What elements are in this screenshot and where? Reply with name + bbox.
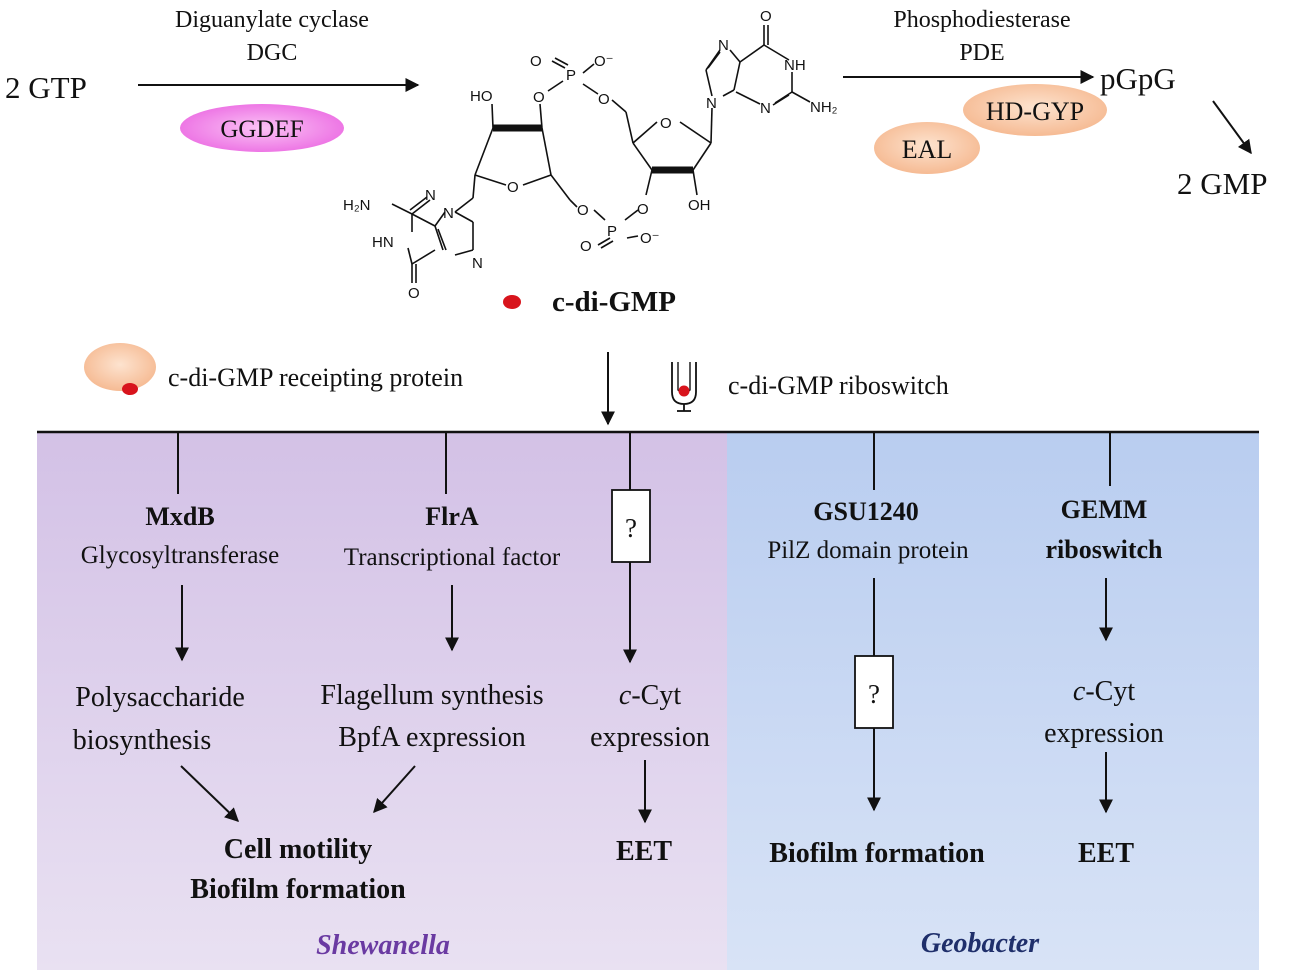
atom-n-2: N — [718, 37, 729, 54]
legend-riboswitch: c-di-GMP riboswitch — [728, 371, 949, 400]
flra-output-line-2: BpfA expression — [338, 722, 525, 753]
atom-ho: HO — [470, 88, 493, 105]
shewanella-outcome-line-1: Cell motility — [224, 834, 373, 865]
gsu1240-name: GSU1240 — [813, 497, 918, 526]
atom-o-6: O — [577, 202, 589, 219]
c-di-gmp-red-dot — [503, 295, 521, 309]
hd-gyp-domain-ellipse — [963, 84, 1107, 136]
pde-enzyme-abbr: PDE — [959, 40, 1004, 66]
shewanella-eet: EET — [616, 836, 672, 867]
atom-n-6: N — [425, 187, 436, 204]
atom-o-8: O — [580, 238, 592, 255]
flra-column: FlrA Transcriptional factor Flagellum sy… — [320, 432, 561, 814]
hd-gyp-domain-label: HD-GYP — [986, 97, 1084, 126]
atom-p-2: P — [607, 223, 617, 240]
atom-p-1: P — [566, 67, 576, 84]
geobacter-biofilm: Biofilm formation — [769, 838, 985, 869]
atom-hn: HN — [372, 234, 394, 251]
shewanella-outcome-line-2: Biofilm formation — [190, 874, 406, 905]
flra-role: Transcriptional factor — [344, 544, 561, 571]
substrate-gtp: 2 GTP — [5, 70, 87, 105]
eal-domain-ellipse — [874, 122, 980, 174]
geobacter-eet: EET — [1078, 838, 1134, 869]
atom-n-4: N — [443, 205, 454, 222]
flra-name: FlrA — [425, 502, 479, 531]
atom-o-7: O — [637, 201, 649, 218]
geobacter-label: Geobacter — [921, 928, 1040, 959]
dgc-enzyme-name: Diguanylate cyclase — [175, 7, 369, 33]
c-di-gmp-structure: O P O⁻ O O HO O O O P O O⁻ O OH N N O NH… — [343, 8, 838, 302]
atom-o-minus-2: O⁻ — [640, 230, 660, 247]
mxdb-name: MxdB — [145, 502, 214, 531]
shewanella-ccyt-line-1: c-Cyt — [619, 680, 681, 711]
eal-domain-label: EAL — [902, 135, 953, 164]
atom-o-1: O — [530, 53, 542, 70]
geobacter-ccyt-suffix: -Cyt — [1085, 676, 1135, 707]
mxdb-output-line-1: Polysaccharide — [75, 682, 245, 713]
ggdef-domain-ellipse — [180, 104, 344, 152]
degradation-pathway: Phosphodiesterase PDE HD-GYP EAL pGpG 2 … — [843, 7, 1267, 201]
product-pgpg: pGpG — [1100, 61, 1176, 96]
atom-n-1: N — [706, 95, 717, 112]
atom-oh: OH — [688, 197, 711, 214]
atom-o-3: O — [598, 91, 610, 108]
legend-receipting-protein: c-di-GMP receipting protein — [168, 363, 463, 392]
atom-o-5: O — [660, 115, 672, 132]
atom-h2n: H₂N — [343, 197, 371, 214]
atom-o-minus-1: O⁻ — [594, 53, 614, 70]
receipting-protein-dot-icon — [122, 383, 138, 395]
mxdb-output-line-2: biosynthesis — [73, 725, 211, 756]
shewanella-ccyt-suffix: -Cyt — [631, 680, 681, 711]
end-product-gmp: 2 GMP — [1177, 166, 1267, 201]
pgpg-to-gmp-arrow — [1212, 100, 1252, 155]
atom-n-5: N — [472, 255, 483, 272]
shewanella-label: Shewanella — [316, 930, 450, 961]
atom-o-2: O — [533, 89, 545, 106]
mxdb-role: Glycosyltransferase — [81, 542, 280, 569]
c-di-gmp-label: c-di-GMP — [552, 286, 676, 318]
flra-output-line-1: Flagellum synthesis — [320, 680, 543, 711]
atom-nh: NH — [784, 57, 806, 74]
atom-n-3: N — [760, 100, 771, 117]
dgc-enzyme-abbr: DGC — [247, 40, 298, 66]
shewanella-ccyt-line-2: expression — [590, 722, 710, 753]
gsu1240-role: PilZ domain protein — [767, 537, 969, 564]
mxdb-column: MxdB Glycosyltransferase Polysaccharide … — [73, 432, 280, 822]
riboswitch-icon — [671, 362, 697, 412]
ggdef-domain-label: GGDEF — [220, 116, 303, 143]
gemm-line-2: riboswitch — [1046, 535, 1164, 564]
shewanella-ccyt-column: ? c-Cyt expression EET — [590, 432, 710, 867]
structure-bonds — [391, 25, 811, 283]
gemm-line-1: GEMM — [1061, 495, 1148, 524]
mxdb-to-outcome-arrow — [180, 765, 240, 822]
receipting-protein-icon — [84, 343, 156, 391]
geobacter-ccyt-prefix: c — [1073, 676, 1086, 707]
shewanella-unknown-mark: ? — [625, 513, 637, 543]
atom-o-9: O — [760, 8, 772, 25]
atom-o-10: O — [408, 285, 420, 302]
geobacter-unknown-mark: ? — [868, 679, 880, 709]
atom-o-4: O — [507, 179, 519, 196]
geobacter-ccyt-line-1: c-Cyt — [1073, 676, 1135, 707]
synthesis-pathway: 2 GTP Diguanylate cyclase DGC GGDEF — [5, 7, 420, 152]
geobacter-ccyt-line-2: expression — [1044, 718, 1164, 749]
geobacter-panel — [727, 432, 1259, 970]
atom-nh2: NH₂ — [810, 99, 838, 116]
pde-enzyme-name: Phosphodiesterase — [893, 7, 1070, 33]
gsu1240-column: GSU1240 PilZ domain protein ? Biofilm fo… — [767, 432, 985, 869]
shewanella-ccyt-prefix: c — [619, 680, 632, 711]
gemm-column: GEMM riboswitch c-Cyt expression EET — [1044, 432, 1164, 869]
legend: c-di-GMP receipting protein c-di-GMP rib… — [84, 343, 949, 412]
flra-to-outcome-arrow — [373, 765, 416, 814]
